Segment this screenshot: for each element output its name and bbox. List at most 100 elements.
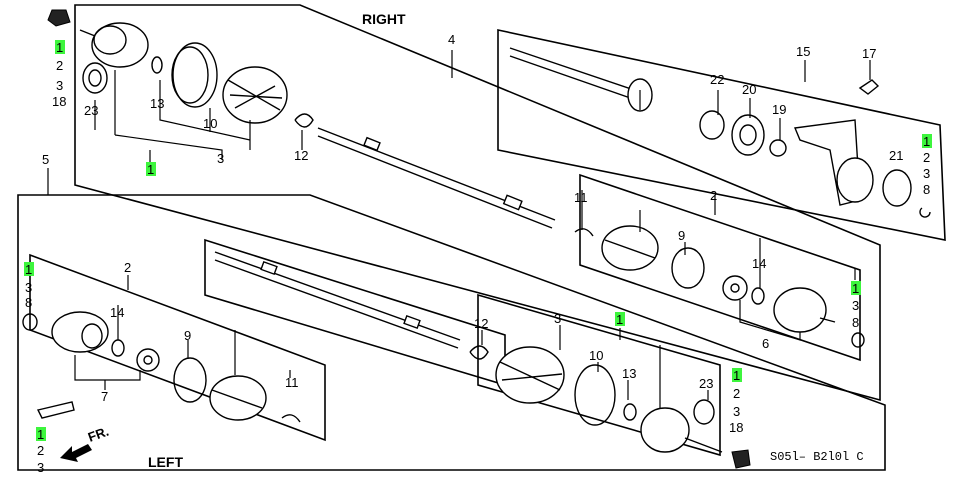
right-outer-joint-illustration [47, 9, 149, 94]
callout-label: 11 [285, 375, 299, 390]
right-title: RIGHT [362, 11, 406, 27]
callout-label: 6 [762, 336, 769, 351]
callout-label: 3 [554, 311, 561, 326]
callout-label: 3 [852, 298, 859, 313]
left-outer-joint-illustration [640, 399, 751, 469]
callout-label: 8 [852, 315, 859, 330]
left-inner-boot-illustration [209, 375, 267, 421]
callout-label: 18 [729, 420, 743, 435]
callout-highlight [922, 134, 932, 148]
callout-label: 13 [150, 96, 164, 111]
right-driveshaft-frame [74, 4, 881, 402]
callout-label: 1 [616, 312, 623, 327]
callout-label: 3 [217, 151, 224, 166]
snap-ring-icon [22, 313, 38, 331]
callout-label: 17 [862, 46, 876, 61]
left-driveshaft-illustration [214, 251, 461, 349]
callout-label: 14 [752, 256, 766, 271]
left-outer-joint-frame [477, 293, 721, 457]
callout-label: 8 [923, 182, 930, 197]
stop-ring-icon [751, 287, 765, 305]
callout-label: 2 [124, 260, 131, 275]
callout-label: 9 [678, 228, 685, 243]
callout-highlight [732, 368, 742, 382]
left-inner-joint-housing-illustration [51, 311, 109, 353]
callout-label: 3 [733, 404, 740, 419]
snap-ring-icon [919, 207, 931, 218]
bolt-icon [858, 79, 880, 95]
boot-band-icon [574, 228, 594, 237]
snap-ring-icon [151, 56, 163, 74]
snap-ring-icon [851, 332, 865, 348]
callout-highlight [615, 312, 625, 326]
callout-label: 1 [25, 262, 32, 277]
bracket-icon [36, 401, 75, 419]
leader-lines [47, 50, 871, 408]
callout-label: 2 [733, 386, 740, 401]
circlip-icon [769, 139, 787, 157]
callout-label: 3 [56, 78, 63, 93]
callout-highlight [36, 427, 46, 441]
callout-label: 1 [733, 368, 740, 383]
callout-label: 1 [923, 134, 930, 149]
callout-label: 3 [25, 280, 32, 295]
callout-label: 7 [101, 389, 108, 404]
callout-label: 2 [56, 58, 63, 73]
callout-label: 1 [56, 40, 63, 55]
snap-ring-icon [623, 403, 637, 421]
stop-ring-icon [111, 339, 125, 357]
dust-seal-icon [882, 169, 912, 207]
callout-label: 2 [923, 150, 930, 165]
callout-label: 15 [796, 44, 810, 59]
callout-label: 19 [772, 102, 786, 117]
callout-highlight [146, 162, 156, 176]
clip-icon [294, 113, 314, 128]
callout-label: 1 [37, 427, 44, 442]
callout-highlight [851, 281, 861, 295]
callout-label: 5 [42, 152, 49, 167]
boot-band-icon [173, 357, 207, 403]
callout-label: 23 [699, 376, 713, 391]
callout-label: 4 [448, 32, 455, 47]
right-inner-joint-frame [579, 173, 861, 362]
right-driveshaft-illustration [317, 127, 556, 229]
circlip-icon [699, 110, 725, 140]
callout-label: 2 [710, 188, 717, 203]
callout-label: 3 [37, 460, 44, 475]
callout-label: 14 [110, 305, 124, 320]
front-arrow-label: FR. [86, 424, 111, 445]
callout-label: 1 [852, 281, 859, 296]
callout-highlight [24, 262, 34, 276]
left-inner-joint-frame [29, 253, 326, 442]
clip-icon [469, 345, 489, 360]
callout-label: 10 [203, 116, 217, 131]
callout-label: 23 [84, 103, 98, 118]
front-arrow-icon [60, 444, 92, 462]
boot-band-icon [281, 414, 301, 423]
left-title: LEFT [148, 454, 183, 470]
callout-label: 22 [710, 72, 724, 87]
left-driveshaft-frame [17, 194, 886, 471]
callout-label: 13 [622, 366, 636, 381]
callout-label: 21 [889, 148, 903, 163]
callout-label: 12 [294, 148, 308, 163]
callout-label: 1 [147, 162, 154, 177]
bearing-icon [731, 114, 765, 156]
intermediate-shaft-frame [497, 29, 946, 241]
callout-label: 11 [574, 190, 588, 205]
spider-assembly-icon [136, 348, 160, 372]
callout-highlight [55, 40, 65, 54]
right-outer-boot-illustration [222, 66, 288, 124]
bearing-support-bracket-icon [794, 119, 874, 206]
callout-label: 10 [589, 348, 603, 363]
diagram-code: S05l– B2l0l C [770, 450, 864, 464]
callout-label: 8 [25, 295, 32, 310]
callout-label: 3 [923, 166, 930, 181]
boot-band-icon [671, 247, 705, 289]
spider-assembly-icon [722, 275, 748, 301]
boot-band-icon [574, 364, 616, 426]
callout-label: 9 [184, 328, 191, 343]
left-shaft-frame [204, 238, 506, 387]
callout-label: 2 [37, 443, 44, 458]
callout-label: 12 [474, 316, 488, 331]
